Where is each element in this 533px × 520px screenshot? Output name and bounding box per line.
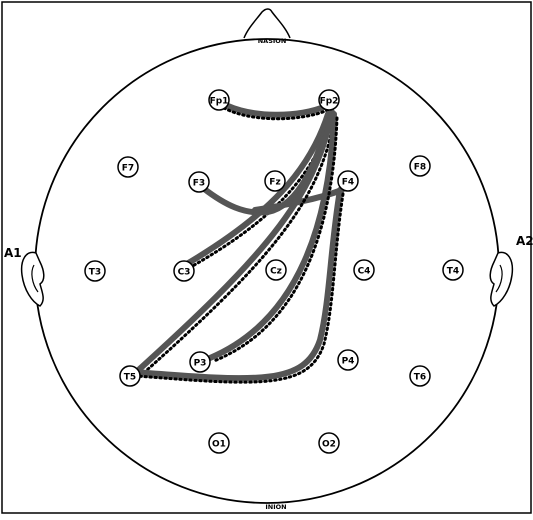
electrode-label: Fp1	[210, 97, 229, 107]
connection-fp2-t5	[133, 112, 335, 378]
electrode-cz: Cz	[266, 260, 286, 280]
electrode-o1: O1	[209, 433, 229, 453]
electrode-p3: P3	[190, 352, 210, 372]
electrode-label: C4	[358, 267, 371, 277]
electrode-t5: T5	[120, 366, 140, 386]
left-ear-label: A1	[4, 246, 22, 260]
electrode-t3: T3	[85, 261, 105, 281]
right-ear-label: A2	[516, 234, 533, 248]
electrode-f4: F4	[338, 171, 358, 191]
electrode-label: O1	[212, 440, 226, 450]
electrode-label: P4	[342, 357, 355, 367]
electrode-c3: C3	[174, 261, 194, 281]
electrode-t4: T4	[443, 260, 463, 280]
connection-curves	[133, 104, 343, 382]
electrode-label: T5	[124, 373, 136, 383]
electrode-label: Fp2	[320, 97, 339, 107]
electrode-t6: T6	[410, 366, 430, 386]
electrode-label: F7	[122, 164, 134, 174]
electrode-f3: F3	[189, 172, 209, 192]
nasion-label: NASION	[258, 37, 287, 45]
electrode-fp2: Fp2	[319, 90, 339, 110]
electrode-o2: O2	[319, 433, 339, 453]
electrode-label: Cz	[270, 267, 282, 277]
electrode-fp1: Fp1	[209, 90, 229, 110]
electrode-label: O2	[322, 440, 336, 450]
electrode-label: F8	[414, 163, 426, 173]
electrode-label: T6	[414, 373, 426, 383]
electrode-label: F4	[342, 178, 354, 188]
electrode-f8: F8	[410, 156, 430, 176]
electrode-label: T4	[447, 267, 459, 277]
electrode-p4: P4	[338, 350, 358, 370]
electrode-label: Fz	[269, 178, 280, 188]
electrode-c4: C4	[354, 260, 374, 280]
diagram-frame	[2, 2, 531, 513]
electrode-f7: F7	[118, 157, 138, 177]
electrode-label: P3	[194, 359, 207, 369]
nose-outline	[244, 9, 290, 38]
inion-label: INION	[265, 503, 286, 511]
connection-fp1-fp2	[224, 104, 328, 119]
electrode-label: T3	[89, 268, 101, 278]
electrode-label: F3	[193, 179, 205, 189]
electrode-label: C3	[178, 268, 191, 278]
electrode-fz: Fz	[265, 171, 285, 191]
